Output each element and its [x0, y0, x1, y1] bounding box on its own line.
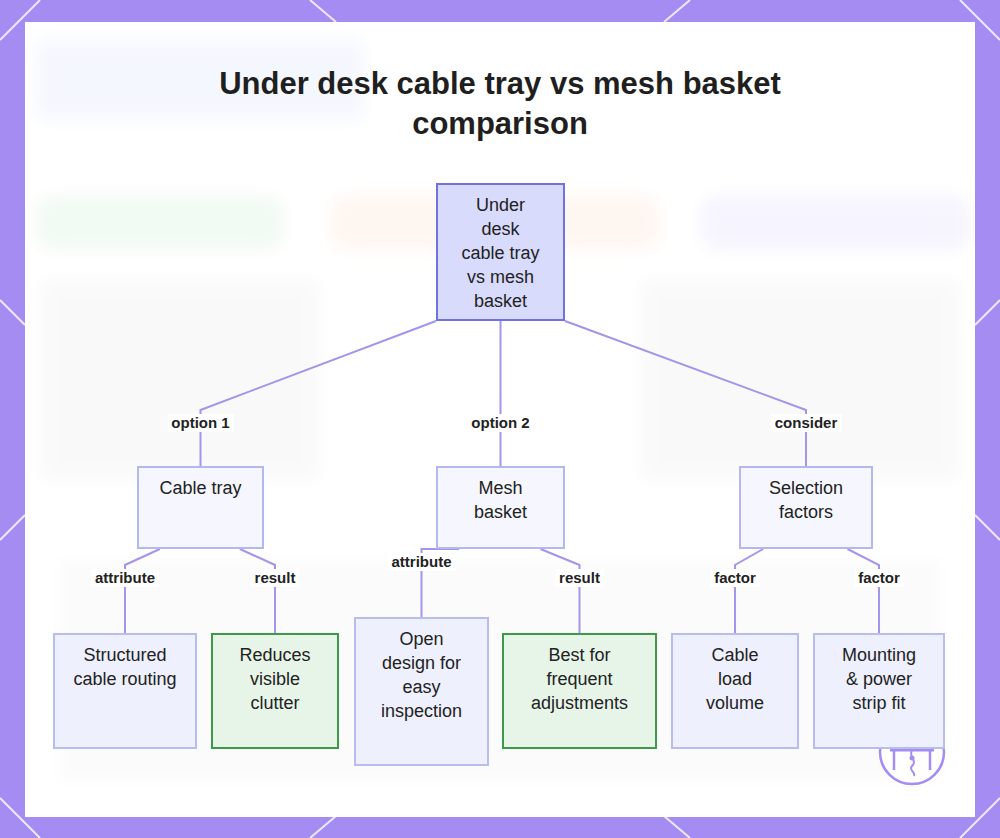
node-text: Mesh basket [458, 476, 543, 524]
node-text: Open design for easy inspection [374, 627, 469, 723]
edge-label: option 2 [467, 414, 533, 432]
edge-label: consider [771, 414, 842, 432]
white-panel [25, 22, 975, 817]
option-box: Selection factors [739, 466, 873, 549]
edge-label: factor [854, 569, 904, 587]
node-text: Selection factors [751, 476, 861, 524]
node-text: Cable load volume [697, 643, 773, 715]
result-box: Reduces visible clutter [211, 633, 339, 749]
option-box: Mesh basket [436, 466, 565, 549]
node-text: Reduces visible clutter [223, 643, 327, 715]
connector-line [500, 321, 502, 466]
node-text: Mounting & power strip fit [837, 643, 921, 715]
attribute-box: Open design for easy inspection [354, 617, 489, 766]
connector-line [540, 549, 579, 633]
result-box: Best for frequent adjustments [502, 633, 657, 749]
diagram-title: Under desk cable tray vs mesh basket com… [200, 64, 800, 144]
connector-line [735, 549, 763, 633]
connector-line [125, 549, 160, 633]
node-text: Under desk cable tray vs mesh basket [460, 193, 541, 313]
panel-wash [25, 22, 975, 817]
edge-label: factor [710, 569, 760, 587]
attribute-box: Cable load volume [671, 633, 799, 749]
connector-line [848, 549, 879, 633]
edge-label: attribute [91, 569, 159, 587]
node-text: Structured cable routing [65, 643, 185, 691]
node-text: Best for frequent adjustments [518, 643, 641, 715]
node-text: Cable tray [149, 476, 252, 500]
connector-line [240, 549, 275, 633]
attribute-box: Structured cable routing [53, 633, 197, 749]
root-topic-box: Under desk cable tray vs mesh basket [436, 183, 565, 321]
attribute-box: Mounting & power strip fit [813, 633, 945, 749]
connector-line [565, 321, 806, 466]
option-box: Cable tray [137, 466, 264, 549]
edge-label: option 1 [167, 414, 233, 432]
edge-label: attribute [388, 553, 456, 571]
edge-label: result [555, 569, 604, 587]
edge-label: result [251, 569, 300, 587]
connector-line [201, 321, 437, 466]
